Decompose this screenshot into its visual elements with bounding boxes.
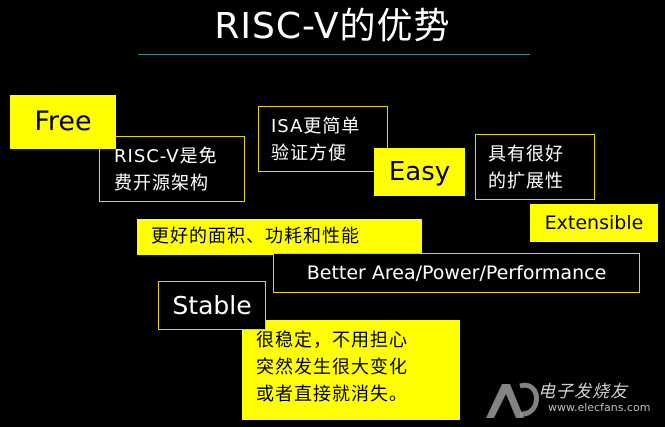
- easy-label: Easy: [374, 148, 465, 196]
- extensible-description: 具有很好 的扩展性: [475, 134, 595, 200]
- area-power-performance-label: Better Area/Power/Performance: [273, 253, 640, 293]
- area-power-performance-description: 更好的面积、功耗和性能: [137, 219, 422, 255]
- slide-title: RISC-V的优势: [214, 6, 451, 47]
- watermark-url: www.elecfans.com: [548, 401, 651, 414]
- easy-description: ISA更简单 验证方便: [258, 106, 388, 172]
- stable-label: Stable: [158, 281, 266, 330]
- elecfans-logo-icon: [486, 382, 539, 418]
- title-divider: [138, 54, 530, 55]
- watermark-text: 电子发烧友: [538, 382, 628, 402]
- free-description: RISC-V是免 费开源架构: [99, 136, 245, 202]
- free-label: Free: [10, 95, 116, 149]
- extensible-label: Extensible: [530, 204, 658, 242]
- stable-description: 很稳定，不用担心 突然发生很大变化 或者直接就消失。: [242, 320, 460, 420]
